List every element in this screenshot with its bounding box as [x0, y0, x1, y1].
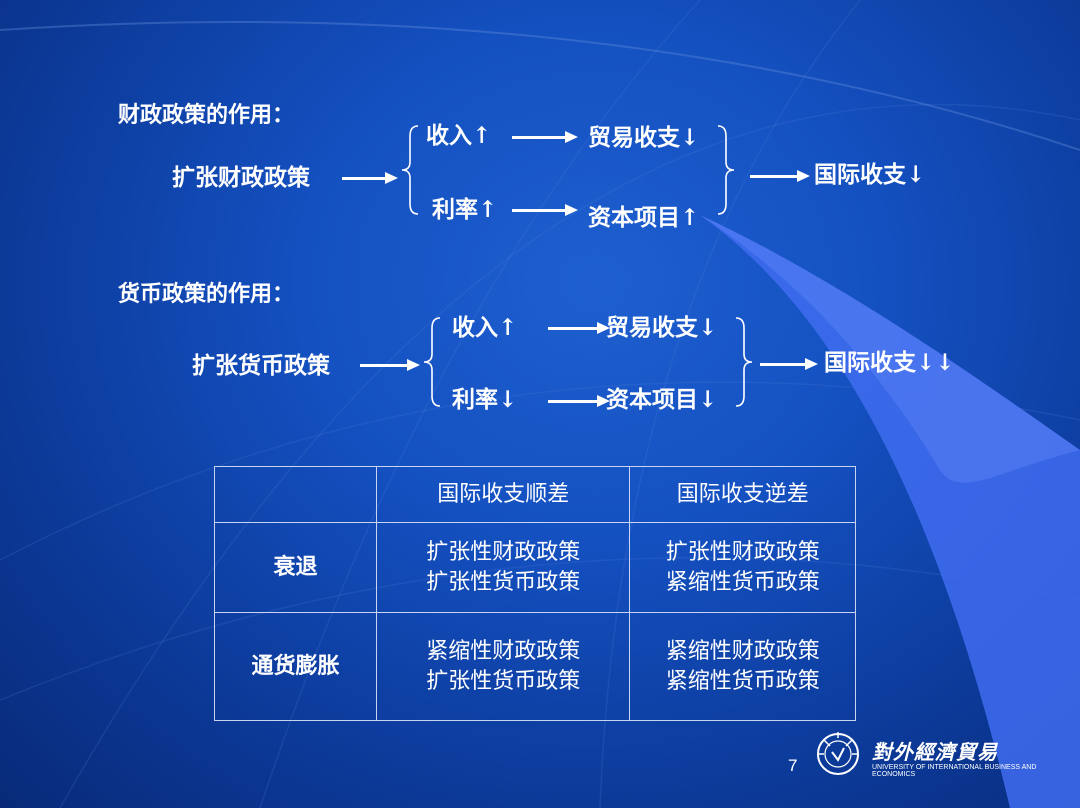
- fiscal-heading: 财政政策的作用：: [118, 102, 295, 128]
- fiscal-rate: 利率↑: [432, 196, 498, 223]
- cell-line: 扩张性财政政策: [426, 539, 581, 565]
- table-cell: 紧缩性财政政策 扩张性货币政策: [376, 612, 631, 721]
- table-cell: 紧缩性财政政策 紧缩性货币政策: [629, 612, 856, 721]
- cell-line: 紧缩性货币政策: [665, 668, 820, 694]
- arrow-right-icon: [548, 322, 610, 334]
- cell-line: 紧缩性财政政策: [665, 638, 820, 664]
- fiscal-policy-label: 扩张财政政策: [172, 164, 310, 191]
- cell-line: 扩张性货币政策: [426, 668, 581, 694]
- fiscal-capital: 资本项目↑: [588, 204, 700, 231]
- cell-line: 紧缩性货币政策: [665, 569, 820, 595]
- monetary-policy-label: 扩张货币政策: [192, 352, 330, 379]
- table-corner-cell: [213, 466, 378, 523]
- fiscal-result: 国际收支↓: [814, 161, 926, 188]
- fiscal-income: 收入↑: [426, 122, 492, 149]
- arrow-right-icon: [342, 172, 398, 184]
- cell-line: 扩张性财政政策: [665, 539, 820, 565]
- row-header-recession: 衰退: [213, 522, 378, 613]
- left-brace-icon: [423, 317, 441, 407]
- right-brace-icon: [717, 125, 735, 215]
- blue-swoosh: [700, 215, 1080, 808]
- monetary-heading: 货币政策的作用：: [118, 281, 295, 307]
- monetary-rate: 利率↓: [452, 386, 518, 413]
- arrow-right-icon: [512, 204, 578, 216]
- table-row: 衰退 扩张性财政政策 扩张性货币政策 扩张性财政政策 紧缩性货币政策: [213, 522, 856, 613]
- arrow-right-icon: [548, 395, 610, 407]
- cell-line: 扩张性货币政策: [426, 569, 581, 595]
- row-header-inflation: 通货膨胀: [213, 612, 378, 721]
- table-row: 通货膨胀 紧缩性财政政策 扩张性货币政策 紧缩性财政政策 紧缩性货币政策: [213, 612, 856, 721]
- university-seal-icon: [817, 732, 859, 775]
- page-number: 7: [788, 756, 798, 775]
- table-cell: 扩张性财政政策 扩张性货币政策: [376, 522, 631, 613]
- right-brace-icon: [735, 317, 753, 407]
- monetary-result: 国际收支↓↓: [824, 349, 955, 376]
- monetary-capital: 资本项目↓: [606, 386, 718, 413]
- logo-english-text: UNIVERSITY OF INTERNATIONAL BUSINESS AND…: [872, 764, 1037, 778]
- logo-chinese-text: 對外經濟貿易: [872, 740, 998, 764]
- arrow-right-icon: [512, 131, 578, 143]
- arrow-right-icon: [360, 359, 420, 371]
- monetary-income: 收入↑: [452, 314, 518, 341]
- arrow-right-icon: [750, 170, 810, 182]
- column-header-deficit: 国际收支逆差: [629, 466, 856, 523]
- arrow-right-icon: [760, 358, 818, 370]
- cell-line: 紧缩性财政政策: [426, 638, 581, 664]
- left-brace-icon: [401, 125, 419, 215]
- table-cell: 扩张性财政政策 紧缩性货币政策: [629, 522, 856, 613]
- table-header-row: 国际收支顺差 国际收支逆差: [213, 466, 856, 523]
- column-header-surplus: 国际收支顺差: [376, 466, 631, 523]
- policy-matrix-table: 国际收支顺差 国际收支逆差 衰退 扩张性财政政策 扩张性货币政策 扩张性财政政策…: [213, 466, 856, 721]
- monetary-trade: 贸易收支↓: [606, 314, 718, 341]
- fiscal-trade: 贸易收支↓: [588, 124, 700, 151]
